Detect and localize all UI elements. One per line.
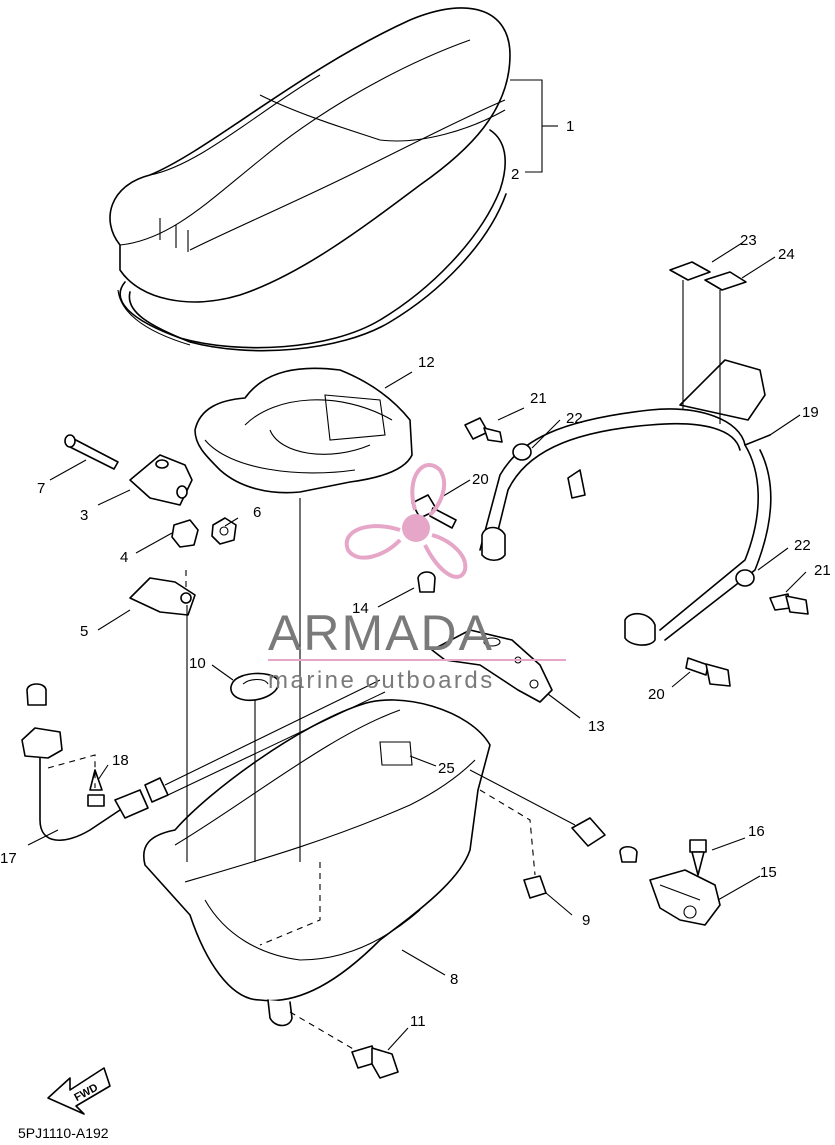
callout-22-lower: 22 (794, 537, 811, 554)
callout-14: 14 (352, 600, 369, 617)
callout-10: 10 (189, 655, 206, 672)
propeller-logo (344, 463, 468, 579)
bolt-21-lower (769, 593, 809, 615)
callout-17: 17 (0, 850, 17, 867)
callout-18: 18 (112, 752, 129, 769)
callout-2: 2 (511, 166, 519, 183)
callout-16: 16 (748, 823, 765, 840)
clip-nut (417, 571, 436, 593)
callout-20-lower: 20 (648, 686, 665, 703)
callout-9: 9 (582, 912, 590, 929)
seat-latch (649, 869, 721, 926)
flange-bolt (351, 1045, 399, 1079)
seat-trim-band (117, 129, 507, 352)
callout-6: 6 (253, 504, 261, 521)
callout-labels: 1 2 3 4 5 6 7 8 9 10 11 12 13 14 15 16 1… (0, 118, 831, 1030)
callout-13: 13 (588, 718, 605, 735)
bolt-21-upper (464, 417, 503, 443)
rear-carrier (479, 359, 772, 646)
callout-15: 15 (760, 864, 777, 881)
callout-24: 24 (778, 246, 795, 263)
storage-box (143, 699, 491, 1027)
pivot-bolt (64, 434, 119, 470)
seat-lock-cable (21, 679, 386, 842)
callout-20-upper: 20 (472, 471, 489, 488)
storage-tray (194, 367, 413, 494)
callout-25: 25 (438, 760, 455, 777)
mounting-bracket (431, 629, 553, 703)
callout-19: 19 (802, 404, 819, 421)
callout-8: 8 (450, 971, 458, 988)
latch-screw (689, 839, 707, 876)
callout-7: 7 (37, 480, 45, 497)
watermark-brand: ARMADA (268, 605, 494, 661)
seat-assembly (109, 7, 511, 303)
callout-21-lower: 21 (814, 562, 831, 579)
callout-12: 12 (418, 354, 435, 371)
label-plates (669, 261, 747, 291)
washer-22-upper (512, 443, 532, 461)
callout-11: 11 (410, 1013, 426, 1030)
rubber-grommet (171, 519, 199, 548)
nut (211, 517, 237, 545)
callout-22-upper: 22 (566, 410, 583, 427)
grommet-oval (230, 672, 280, 702)
bolt-20-lower (685, 657, 731, 687)
callout-4: 4 (120, 549, 128, 566)
drawing-code: 5PJ1110-A192 (18, 1125, 109, 1141)
callout-23: 23 (740, 232, 757, 249)
hinge-bracket-upper (129, 454, 193, 506)
forward-direction-arrow: FWD (47, 1067, 111, 1115)
cable-end-right (469, 769, 638, 863)
callout-5: 5 (80, 623, 88, 640)
watermark-tagline: marine outboards (268, 667, 495, 694)
washer-22-lower (735, 569, 755, 587)
plate-9 (523, 875, 547, 899)
armada-watermark: ARMADA marine outboards (268, 463, 566, 694)
hinge-bracket-lower (129, 577, 196, 616)
callout-1: 1 (566, 118, 574, 135)
callout-3: 3 (80, 507, 88, 524)
callout-21-upper: 21 (530, 390, 547, 407)
